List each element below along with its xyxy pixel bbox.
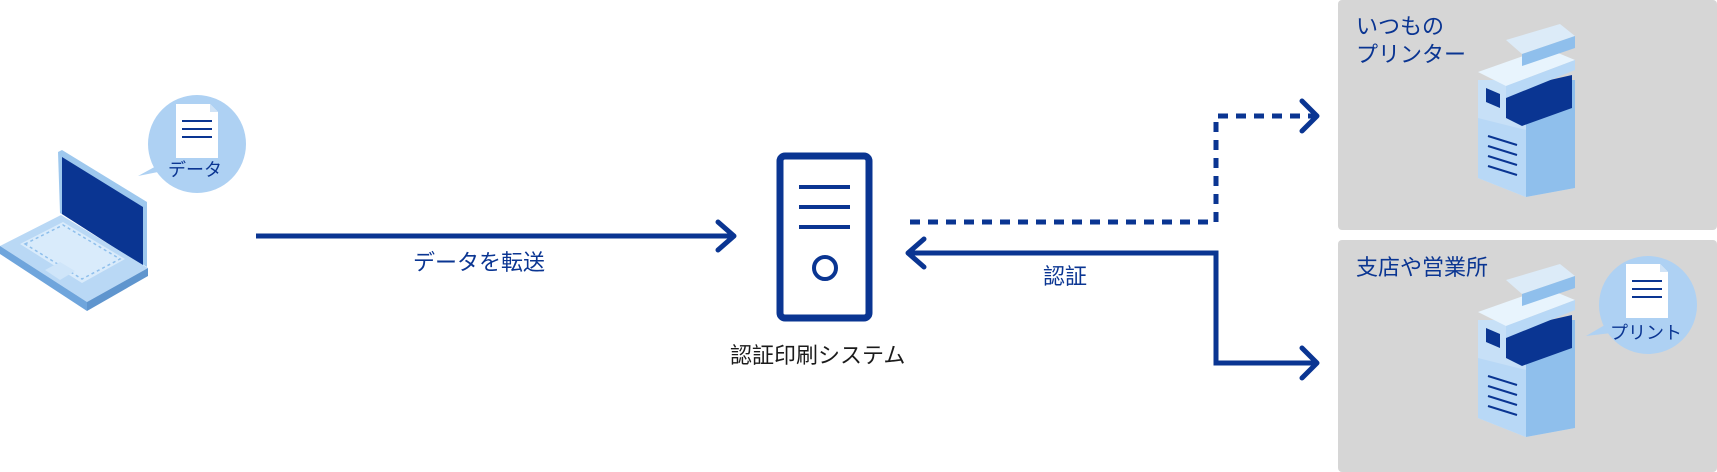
data-bubble-label: データ [168, 160, 222, 181]
laptop-icon [0, 150, 148, 311]
transfer-arrow [256, 219, 737, 253]
transfer-label: データを転送 [413, 251, 546, 276]
branch-office-title: 支店や営業所 [1356, 256, 1489, 281]
print-document-icon [1626, 264, 1668, 318]
branch-printer-icon [1478, 264, 1575, 437]
usual-print-route [910, 98, 1320, 225]
server-icon [776, 152, 873, 322]
system-label: 認証印刷システム [730, 344, 906, 369]
usual-printer-title: いつもの プリンター [1356, 15, 1467, 68]
printer-icon [1478, 24, 1575, 197]
print-bubble-label: プリント [1610, 323, 1682, 344]
auth-label: 認証 [1043, 265, 1088, 290]
print-bubble [1586, 256, 1697, 354]
document-icon [176, 104, 218, 158]
data-bubble [138, 95, 246, 193]
auth-route [905, 236, 1320, 381]
